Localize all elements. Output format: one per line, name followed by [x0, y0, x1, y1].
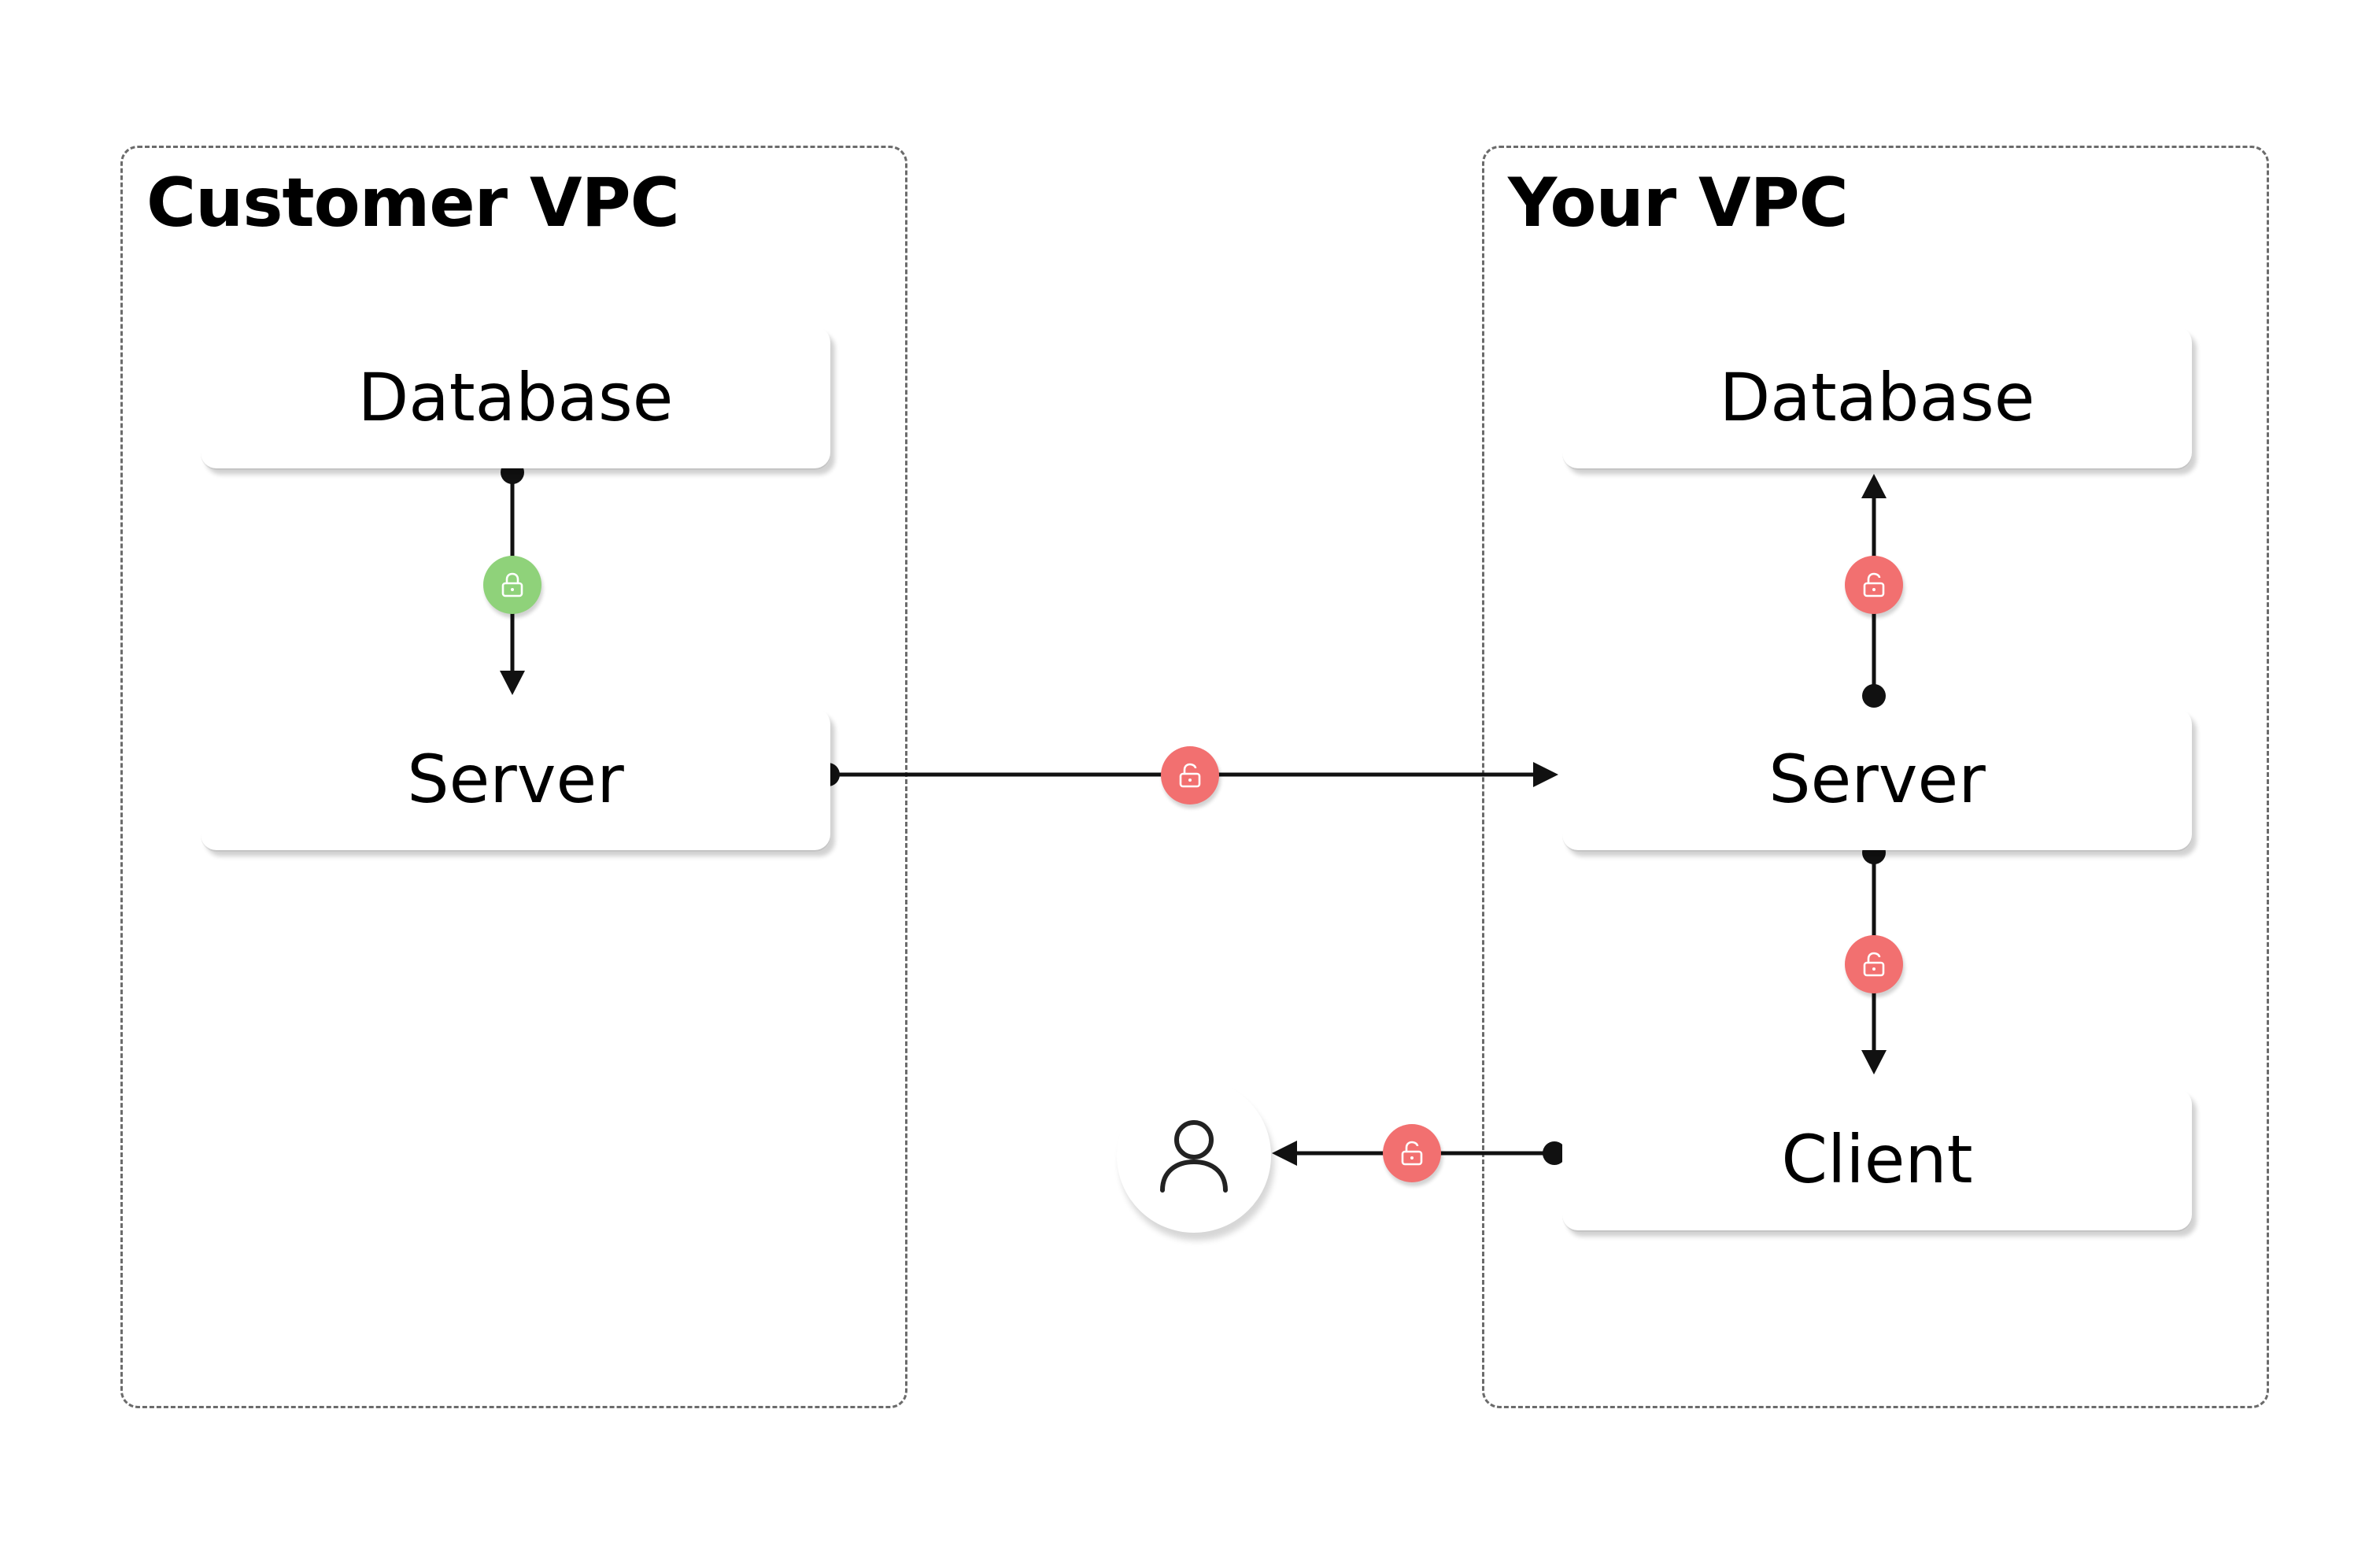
lock-open-icon: [1383, 1124, 1441, 1182]
your-client-node[interactable]: Client: [1562, 1089, 2192, 1230]
lock-closed-icon: [483, 556, 541, 614]
lock-open-icon: [1161, 746, 1219, 804]
your-server-node[interactable]: Server: [1562, 708, 2192, 850]
lock-open-icon: [1845, 935, 1903, 993]
your-vpc-container: Your VPC: [1482, 146, 2269, 1408]
user-icon: [1160, 1120, 1228, 1193]
user-node[interactable]: [1117, 1078, 1271, 1233]
customer-vpc-title: Customer VPC: [146, 164, 680, 242]
your-database-node[interactable]: Database: [1562, 327, 2192, 468]
customer-vpc-container: Customer VPC: [120, 146, 907, 1408]
lock-open-icon: [1845, 556, 1903, 614]
your-vpc-title: Your VPC: [1508, 164, 1849, 242]
customer-database-node[interactable]: Database: [201, 327, 830, 468]
arrow-head: [1272, 1141, 1297, 1166]
customer-server-node[interactable]: Server: [201, 708, 830, 850]
